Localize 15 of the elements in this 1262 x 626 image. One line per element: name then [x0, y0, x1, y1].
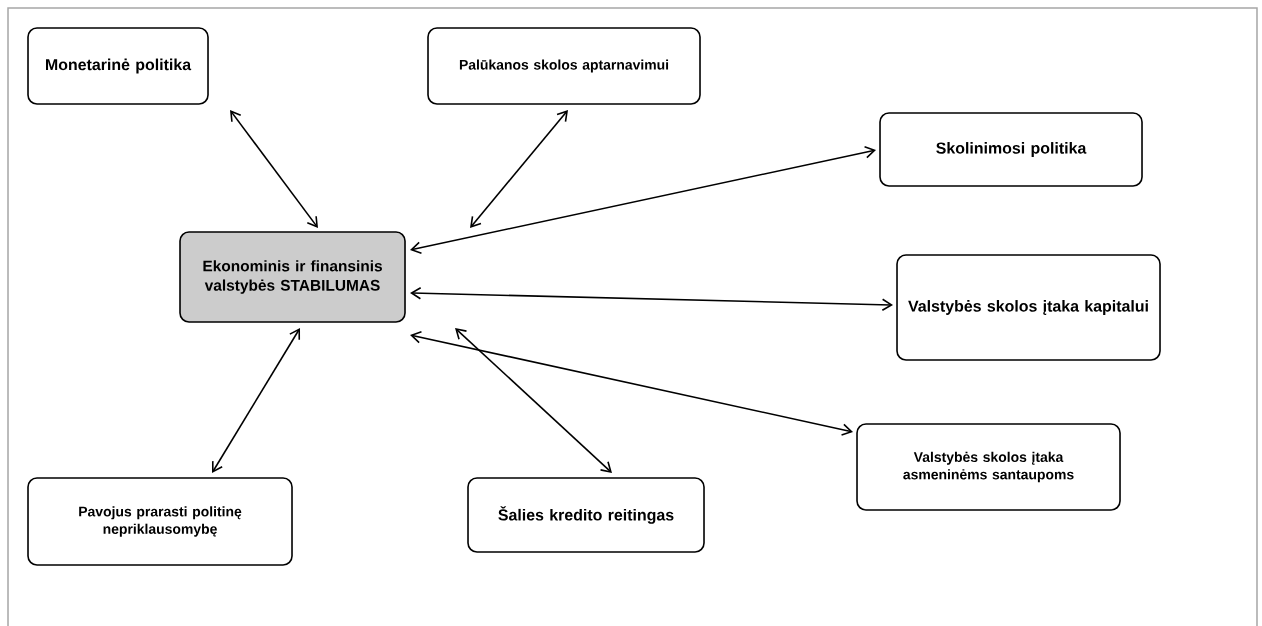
topic-box: Šalies kredito reitingas: [467, 477, 705, 553]
arrow: [230, 109, 318, 228]
topic-box: Skolinimosi politika: [879, 112, 1143, 187]
arrow: [455, 327, 612, 473]
arrow: [470, 109, 568, 228]
arrow: [410, 146, 876, 254]
arrow: [211, 327, 301, 473]
arrow: [410, 286, 893, 312]
topic-box: Palūkanos skolos aptarnavimui: [427, 27, 701, 105]
topic-box: Monetarinė politika: [27, 27, 209, 105]
topic-box: Valstybės skolos įtaka asmeninėms santaupoms: [856, 423, 1121, 511]
central-box: Ekonominis ir finansinis valstybės STABILUMAS: [179, 231, 406, 323]
arrow: [410, 331, 853, 436]
topic-box: Pavojus prarasti politinę nepriklausomybę: [27, 477, 293, 566]
topic-box: Valstybės skolos įtaka kapitalui: [896, 254, 1161, 361]
